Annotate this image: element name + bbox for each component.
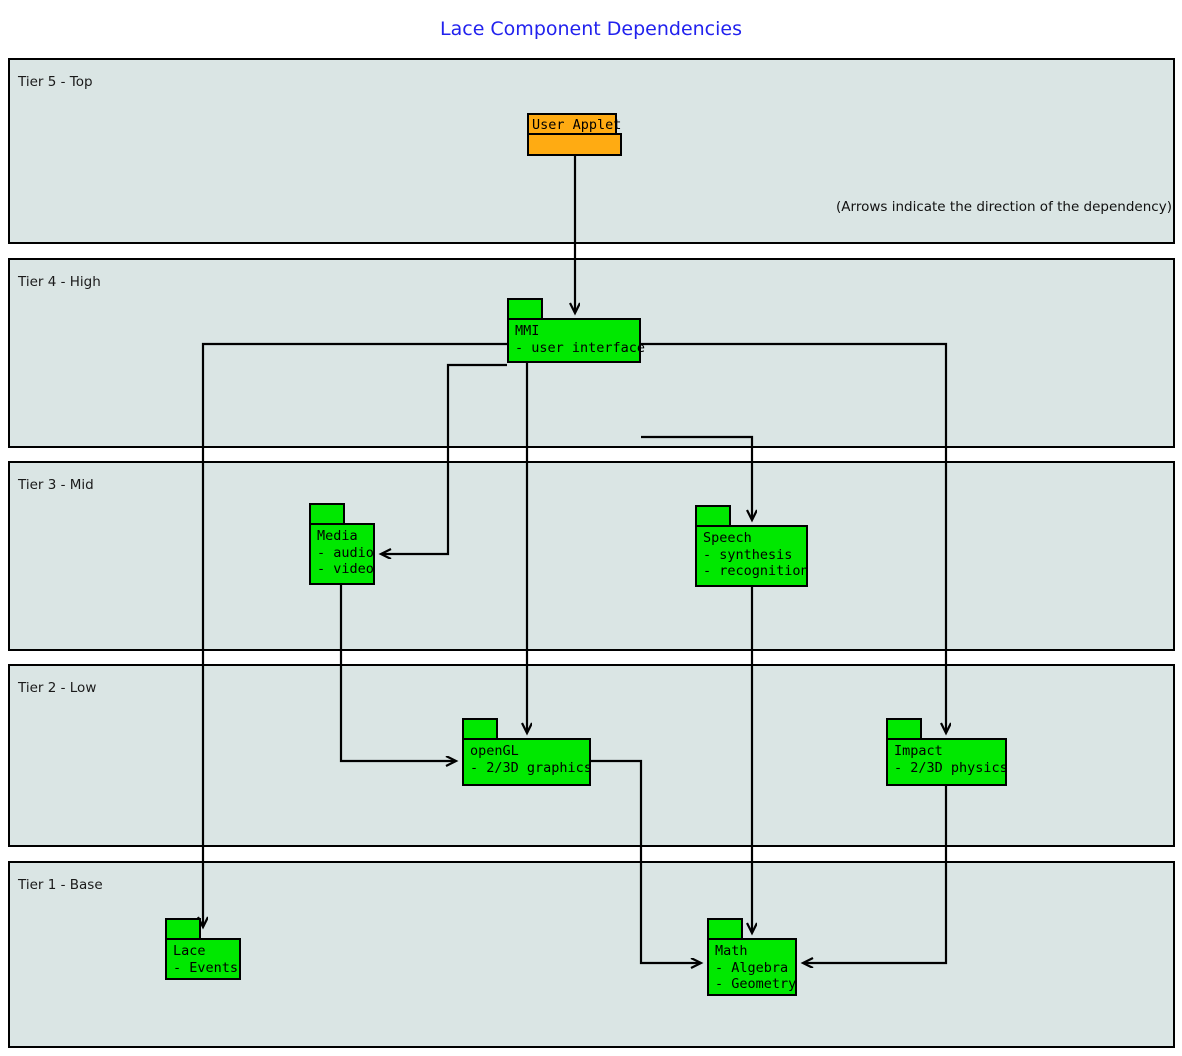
component-detail-opengl-0: - 2/3D graphics — [470, 759, 592, 776]
component-title-lace: Lace — [173, 943, 206, 959]
component-detail-speech-0: - synthesis — [703, 546, 793, 563]
component-title-speech: Speech — [703, 530, 752, 546]
component-tab-math — [707, 918, 743, 940]
component-detail-media-1: - video — [317, 561, 374, 577]
component-detail-lace-0: - Events — [173, 959, 239, 976]
component-tab-media — [309, 503, 345, 525]
component-speech[interactable]: Speech- synthesis- recognition — [695, 505, 809, 587]
component-tab-impact — [886, 718, 922, 740]
page-title: Lace Component Dependencies — [440, 18, 742, 40]
component-body-speech: Speech- synthesis- recognition — [695, 525, 809, 587]
component-mmi[interactable]: MMI- user interface — [507, 298, 646, 363]
tier-label-tier1: Tier 1 - Base — [18, 877, 103, 893]
component-math[interactable]: Math- Algebra- Geometry — [707, 918, 797, 996]
component-detail-speech-1: - recognition — [703, 563, 809, 579]
component-body-mmi: MMI- user interface — [507, 318, 646, 363]
component-tab-opengl — [462, 718, 498, 740]
component-title-impact: Impact — [894, 743, 943, 759]
component-lace[interactable]: Lace- Events — [165, 918, 241, 980]
tier-tier3 — [8, 461, 1175, 651]
component-detail-mmi-0: - user interface — [515, 339, 646, 356]
component-tab-applet: User Applet — [527, 113, 622, 136]
component-body-media: Media- audio- video — [309, 523, 375, 585]
tier-label-tier2: Tier 2 - Low — [18, 680, 97, 696]
tier-label-tier3: Tier 3 - Mid — [18, 477, 94, 493]
component-title-opengl: openGL — [470, 743, 519, 759]
tier-label-tier4: Tier 4 - High — [18, 274, 101, 290]
component-applet[interactable]: User Applet — [527, 113, 622, 156]
component-tab-mmi — [507, 298, 543, 320]
component-title-media: Media — [317, 528, 358, 544]
component-tab-lace — [165, 918, 201, 940]
arrow-legend-note: (Arrows indicate the direction of the de… — [836, 199, 1172, 215]
component-impact[interactable]: Impact- 2/3D physics — [886, 718, 1008, 786]
component-body-opengl: openGL- 2/3D graphics — [462, 738, 592, 786]
component-tab-speech — [695, 505, 731, 527]
component-detail-impact-0: - 2/3D physics — [894, 759, 1008, 776]
component-body-impact: Impact- 2/3D physics — [886, 738, 1008, 786]
component-title-math: Math — [715, 943, 748, 959]
component-body-math: Math- Algebra- Geometry — [707, 938, 797, 996]
component-detail-math-0: - Algebra — [715, 959, 789, 976]
component-detail-math-1: - Geometry — [715, 976, 797, 992]
component-media[interactable]: Media- audio- video — [309, 503, 375, 585]
tier-label-tier5: Tier 5 - Top — [18, 74, 93, 90]
component-detail-media-0: - audio — [317, 544, 374, 561]
component-title-mmi: MMI — [515, 323, 540, 339]
component-body-lace: Lace- Events — [165, 938, 241, 980]
component-body-applet — [527, 133, 622, 156]
component-title-applet: User Applet — [532, 117, 622, 133]
component-opengl[interactable]: openGL- 2/3D graphics — [462, 718, 592, 786]
